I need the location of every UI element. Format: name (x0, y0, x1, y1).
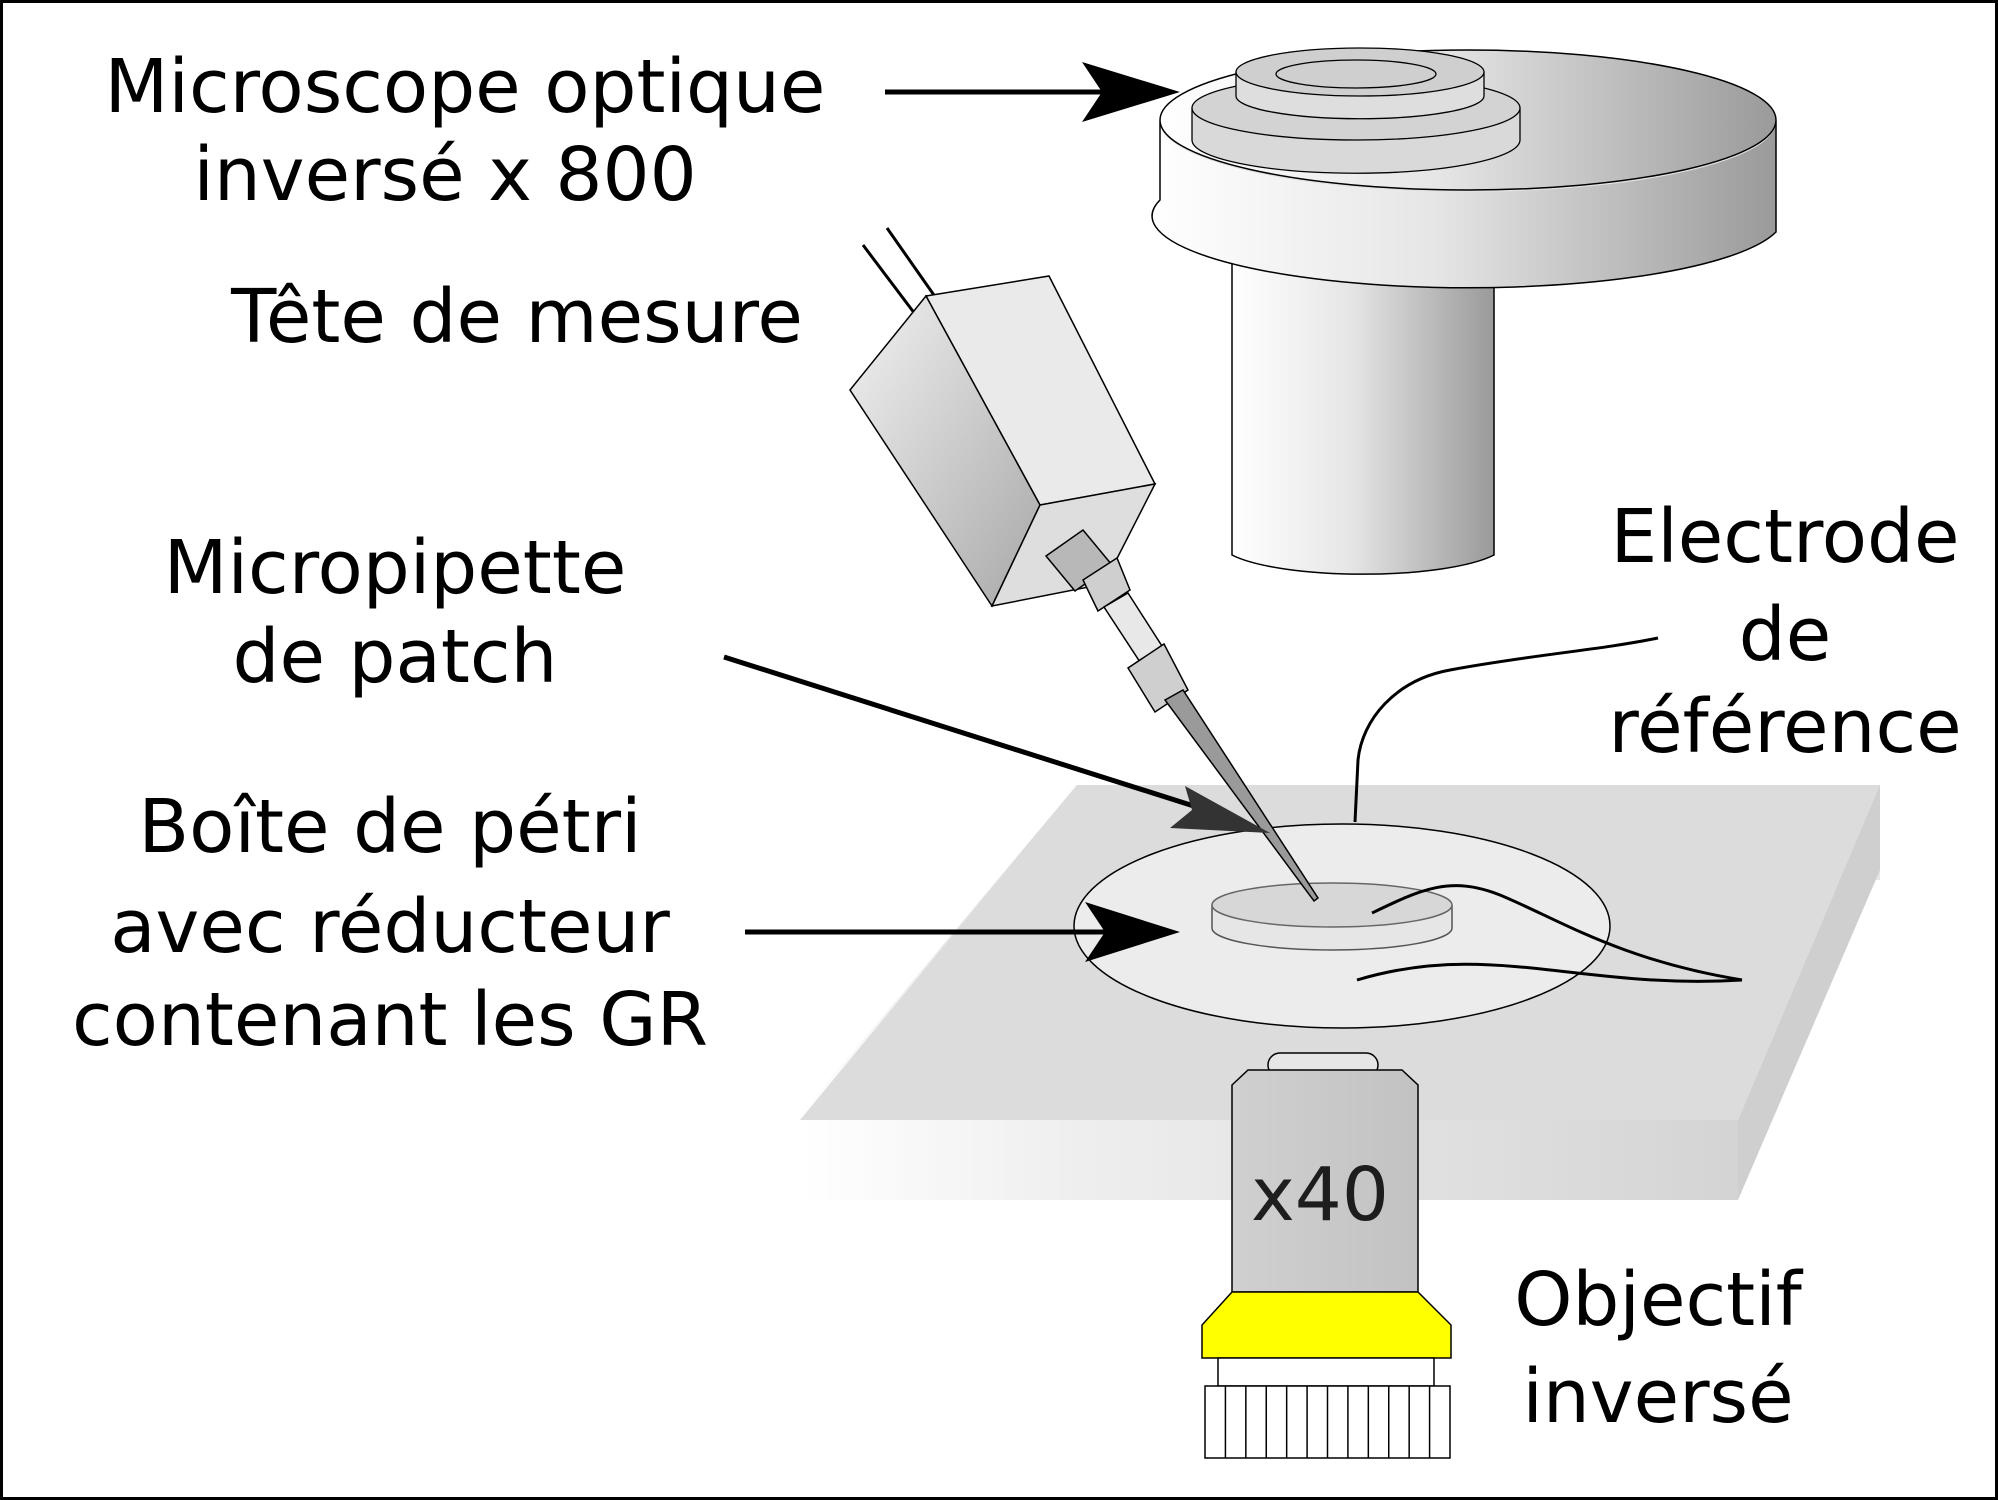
microscope-body (1151, 47, 1777, 575)
objective-magnification: x40 (1251, 1152, 1389, 1238)
dish-reducer (1211, 882, 1453, 951)
objective-lens (1201, 1052, 1452, 1459)
label-microscope: Microscope optique inversé x 800 (105, 44, 826, 218)
reference-electrode-wire-in-dish (1371, 884, 1743, 982)
label-tete-de-mesure: Tête de mesure (230, 274, 803, 360)
label-boite-line1: Boîte de pétri (138, 784, 641, 870)
label-micropipette-line2: de patch (233, 614, 558, 700)
arrow-microscope (885, 62, 1180, 122)
label-electrode-line2: de (1739, 592, 1832, 678)
label-microscope-line2: inversé x 800 (193, 132, 696, 218)
label-objectif-line2: inversé (1522, 1354, 1793, 1440)
objective-knurled-ring (1224, 1386, 1431, 1458)
objective-yellow-ring (1201, 1291, 1452, 1359)
arrow-petri-dish (745, 902, 1180, 962)
label-objectif-line1: Objectif (1514, 1257, 1804, 1343)
label-electrode: Electrode de référence (1608, 494, 1961, 770)
label-micropipette: Micropipette de patch (164, 525, 627, 700)
label-electrode-line3: référence (1608, 684, 1961, 770)
label-electrode-line1: Electrode (1610, 494, 1959, 580)
reference-electrode-cable (1353, 636, 1659, 823)
label-boite-line3: contenant les GR (72, 977, 708, 1063)
micropipette (1044, 528, 1320, 903)
label-boite-line2: avec réducteur (110, 884, 670, 970)
label-microscope-line1: Microscope optique (105, 44, 826, 130)
label-boite-de-petri: Boîte de pétri avec réducteur contenant … (72, 784, 708, 1063)
label-objectif: Objectif inversé (1514, 1257, 1804, 1440)
arrow-micropipette (723, 654, 1270, 833)
reference-electrode-wire (1356, 962, 1743, 983)
label-micropipette-line1: Micropipette (164, 525, 627, 611)
